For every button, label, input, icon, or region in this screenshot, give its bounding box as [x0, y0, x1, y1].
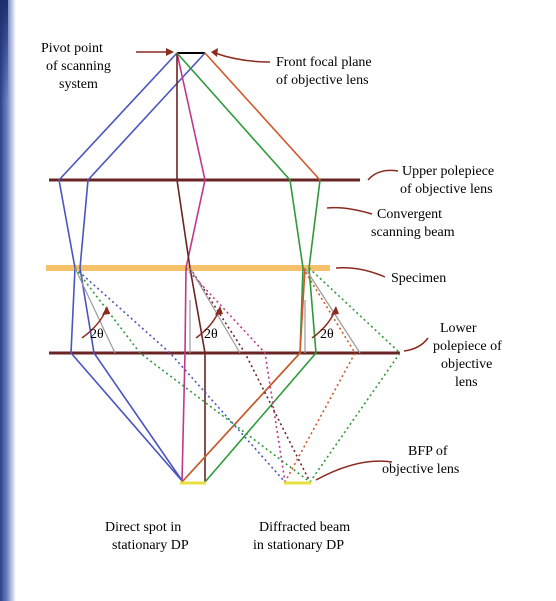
upper-line-2: of objective lens — [400, 182, 493, 197]
leader-lines — [136, 51, 429, 481]
pivot-line-2: of scanning — [46, 59, 111, 74]
label-bfp: BFP of objective lens — [382, 444, 459, 477]
diffracted-line-2: in stationary DP — [253, 538, 344, 553]
angle-label-right: 2θ — [320, 327, 334, 342]
vertical-guides — [189, 300, 306, 353]
leader-arrowheads — [166, 48, 218, 57]
direct-line-1: Direct spot in — [105, 520, 181, 535]
label-specimen: Specimen — [391, 271, 446, 286]
diffracted-rays-grey — [74, 267, 361, 354]
diffracted-line-1: Diffracted beam — [259, 520, 350, 535]
pivot-line-3: system — [59, 77, 98, 92]
upper-line-1: Upper polepiece — [402, 164, 494, 179]
dotted-ray-orange — [284, 267, 356, 483]
lower-line-3: objective — [441, 357, 492, 372]
direct-line-2: stationary DP — [112, 538, 189, 553]
ray-green-lower — [204, 179, 321, 483]
convergent-line-1: Convergent — [377, 207, 442, 222]
label-convergent-beam: Convergent scanning beam — [371, 207, 455, 240]
bfp-line-2: objective lens — [382, 462, 459, 477]
label-upper-polepiece: Upper polepiece of objective lens — [400, 164, 494, 197]
lower-line-4: lens — [455, 375, 478, 390]
dotted-ray-green-right — [308, 267, 402, 483]
label-pivot-point: Pivot point of scanning system — [41, 41, 111, 92]
label-front-focal-plane: Front focal plane of objective lens — [276, 55, 372, 88]
label-diffracted-beam: Diffracted beam in stationary DP — [253, 520, 350, 553]
dotted-ray-green — [74, 267, 311, 483]
bfp-line-1: BFP of — [408, 444, 448, 459]
ray-orange-red-lower — [181, 267, 306, 483]
ffp-line-1: Front focal plane — [276, 55, 372, 70]
ray-blue-inner-left — [79, 52, 206, 483]
angle-label-center: 2θ — [204, 327, 218, 342]
lower-line-2: polepiece of — [433, 339, 502, 354]
ffp-line-2: of objective lens — [276, 73, 369, 88]
lower-line-1: Lower — [440, 321, 477, 336]
angle-arrowheads — [102, 306, 339, 315]
dotted-ray-dark-red — [189, 267, 311, 483]
diffracted-rays — [74, 267, 402, 483]
dotted-ray-blue — [74, 267, 286, 483]
convergent-line-2: scanning beam — [371, 225, 455, 240]
window-edge-shadow — [0, 0, 16, 601]
ray-orange-red — [204, 52, 321, 181]
angle-label-left: 2θ — [90, 327, 104, 342]
pivot-line-1: Pivot point — [41, 41, 103, 56]
label-lower-polepiece: Lower polepiece of objective lens — [433, 321, 502, 390]
label-direct-spot: Direct spot in stationary DP — [105, 520, 189, 553]
dotted-ray-magenta — [185, 267, 286, 483]
